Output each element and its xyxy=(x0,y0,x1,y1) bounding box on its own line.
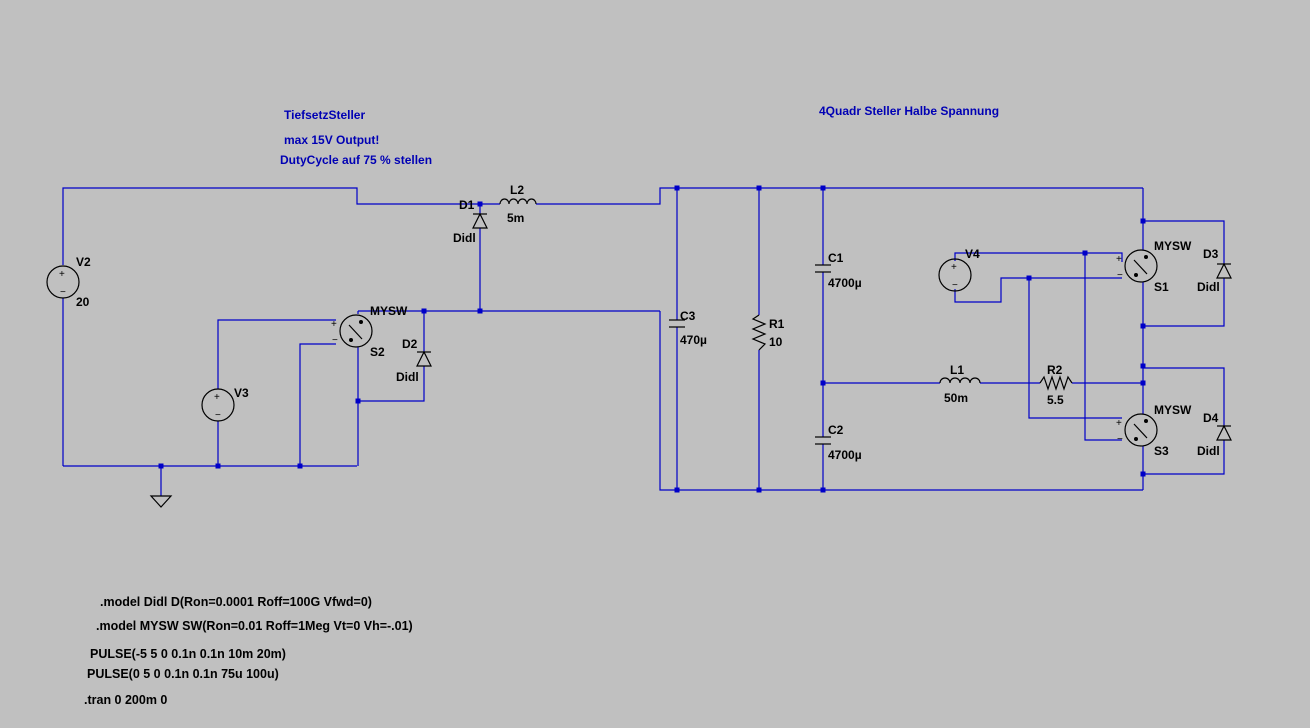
directive-tran[interactable]: .tran 0 200m 0 xyxy=(84,693,167,707)
s1-model: MYSW xyxy=(1154,239,1192,253)
directive-pulse1[interactable]: PULSE(-5 5 0 0.1n 0.1n 10m 20m) xyxy=(90,647,286,661)
resistor-r1[interactable]: R1 10 xyxy=(751,314,785,351)
comment-fourq-title: 4Quadr Steller Halbe Spannung xyxy=(819,104,999,118)
switch-icon xyxy=(1124,249,1158,283)
inductor-l2[interactable]: L2 5m xyxy=(499,183,537,225)
resistor-icon xyxy=(1039,375,1073,391)
svg-text:+: + xyxy=(214,392,220,403)
ground-icon xyxy=(149,495,173,508)
capacitor-c1[interactable]: C1 4700µ xyxy=(815,251,862,290)
voltage-source-icon xyxy=(201,388,235,422)
capacitor-c2[interactable]: C2 4700µ xyxy=(815,423,862,462)
diode-icon xyxy=(472,212,488,229)
comment-buck-title: TiefsetzSteller xyxy=(284,108,365,122)
s3-label: S3 xyxy=(1154,444,1169,458)
resistor-icon xyxy=(751,314,767,351)
directive-pulse2[interactable]: PULSE(0 5 0 0.1n 0.1n 75u 100u) xyxy=(87,667,279,681)
c1-value: 4700µ xyxy=(828,276,862,290)
d4-label: D4 xyxy=(1203,411,1219,425)
d3-model: Didl xyxy=(1197,280,1220,294)
r1-value: 10 xyxy=(769,335,783,349)
voltage-source-icon xyxy=(46,265,80,299)
junctions xyxy=(158,185,1146,493)
c2-label: C2 xyxy=(828,423,844,437)
c3-label: C3 xyxy=(680,309,696,323)
voltage-source-icon xyxy=(938,258,972,292)
svg-text:+: + xyxy=(1116,418,1122,429)
voltage-source-v3[interactable]: + − V3 xyxy=(201,386,249,422)
switch-s2[interactable]: + − MYSW S2 xyxy=(331,304,408,359)
directive-model-diode[interactable]: .model Didl D(Ron=0.0001 Roff=100G Vfwd=… xyxy=(100,595,372,609)
v2-value: 20 xyxy=(76,295,90,309)
v3-label: V3 xyxy=(234,386,249,400)
r2-value: 5.5 xyxy=(1047,393,1064,407)
d2-label: D2 xyxy=(402,337,418,351)
inductor-icon xyxy=(499,198,537,205)
svg-text:−: − xyxy=(1117,270,1123,281)
inductor-l1[interactable]: L1 50m xyxy=(939,363,981,405)
comment-buck-note2: DutyCycle auf 75 % stellen xyxy=(280,153,432,167)
s3-model: MYSW xyxy=(1154,403,1192,417)
d2-model: Didl xyxy=(396,370,419,384)
switch-s1[interactable]: + − MYSW S1 xyxy=(1116,239,1192,294)
d4-model: Didl xyxy=(1197,444,1220,458)
switch-icon xyxy=(339,314,373,348)
r2-label: R2 xyxy=(1047,363,1063,377)
voltage-source-v4[interactable]: + − V4 xyxy=(938,247,980,292)
capacitor-c3[interactable]: C3 470µ xyxy=(669,309,707,347)
diode-d4[interactable]: D4 Didl xyxy=(1197,411,1232,458)
c2-value: 4700µ xyxy=(828,448,862,462)
svg-text:+: + xyxy=(1116,254,1122,265)
diode-d3[interactable]: D3 Didl xyxy=(1197,247,1232,294)
s2-label: S2 xyxy=(370,345,385,359)
c3-value: 470µ xyxy=(680,333,707,347)
svg-text:+: + xyxy=(59,269,65,280)
s2-model: MYSW xyxy=(370,304,408,318)
l1-label: L1 xyxy=(950,363,964,377)
diode-d2[interactable]: D2 Didl xyxy=(396,337,432,384)
diode-icon xyxy=(416,350,432,367)
voltage-source-v2[interactable]: + − V2 20 xyxy=(46,255,91,309)
d3-label: D3 xyxy=(1203,247,1219,261)
v4-label: V4 xyxy=(965,247,980,261)
svg-text:+: + xyxy=(951,262,957,273)
svg-text:−: − xyxy=(215,410,221,421)
l1-value: 50m xyxy=(944,391,968,405)
c1-label: C1 xyxy=(828,251,844,265)
svg-text:−: − xyxy=(60,287,66,298)
svg-text:+: + xyxy=(331,319,337,330)
svg-text:−: − xyxy=(332,335,338,346)
v2-label: V2 xyxy=(76,255,91,269)
inductor-icon xyxy=(939,377,981,384)
switch-s3[interactable]: + − MYSW S3 xyxy=(1116,403,1192,458)
svg-text:−: − xyxy=(1117,434,1123,445)
comment-buck-note1: max 15V Output! xyxy=(284,133,379,147)
d1-label: D1 xyxy=(459,198,475,212)
switch-icon xyxy=(1124,413,1158,447)
d1-model: Didl xyxy=(453,231,476,245)
diode-icon xyxy=(1216,262,1232,279)
diode-icon xyxy=(1216,424,1232,441)
l2-label: L2 xyxy=(510,183,524,197)
directive-model-switch[interactable]: .model MYSW SW(Ron=0.01 Roff=1Meg Vt=0 V… xyxy=(96,619,413,633)
svg-text:−: − xyxy=(952,280,958,291)
r1-label: R1 xyxy=(769,317,785,331)
wires xyxy=(62,187,1225,496)
resistor-r2[interactable]: R2 5.5 xyxy=(1039,363,1073,407)
diode-d1[interactable]: D1 Didl xyxy=(453,198,488,245)
l2-value: 5m xyxy=(507,211,524,225)
s1-label: S1 xyxy=(1154,280,1169,294)
